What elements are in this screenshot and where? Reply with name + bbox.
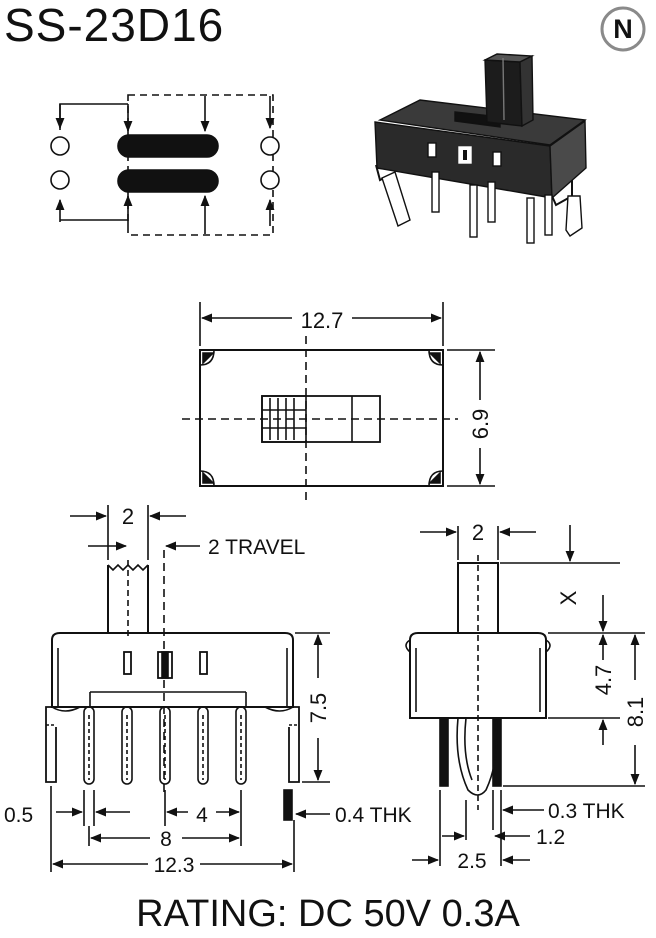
- total-height-label: 8.1: [623, 697, 648, 728]
- switch-3d-illustration: [374, 53, 587, 244]
- switch-schematic: [50, 94, 280, 236]
- rating-text: RATING: DC 50V 0.3A: [136, 893, 520, 935]
- front-view: 2 2 TRAVEL 7.5 0.5 4 0.4 THK 8 12.3: [4, 504, 412, 877]
- front-actuator-width-label: 2: [122, 504, 134, 529]
- side-actuator-width-label: 2: [472, 520, 484, 545]
- brand-n-logo-icon: N: [600, 6, 646, 52]
- side-view: 2 X 4.7 8.1 0.3 THK 1.2 2.5: [405, 520, 648, 873]
- x-label: X: [556, 590, 581, 605]
- inner-span-label: 8: [160, 828, 172, 851]
- body-height-label: 4.7: [591, 665, 616, 696]
- total-span-label: 12.3: [154, 854, 195, 877]
- pin-gap-label: 1.2: [536, 826, 565, 849]
- part-number-title: SS-23D16: [4, 0, 225, 51]
- pin-span-label: 2.5: [457, 850, 486, 873]
- top-height-label: 6.9: [468, 409, 493, 440]
- travel-label: 2 TRAVEL: [208, 536, 305, 559]
- logo-letter: N: [613, 14, 633, 44]
- pin-pitch-label: 4: [196, 804, 208, 827]
- pin-height-label: 7.5: [306, 693, 331, 724]
- front-thickness-label: 0.4 THK: [335, 804, 412, 827]
- top-width-label: 12.7: [301, 308, 344, 333]
- top-view: 12.7 6.9: [182, 302, 495, 505]
- pin-width-label: 0.5: [4, 804, 33, 827]
- side-thickness-label: 0.3 THK: [548, 800, 625, 823]
